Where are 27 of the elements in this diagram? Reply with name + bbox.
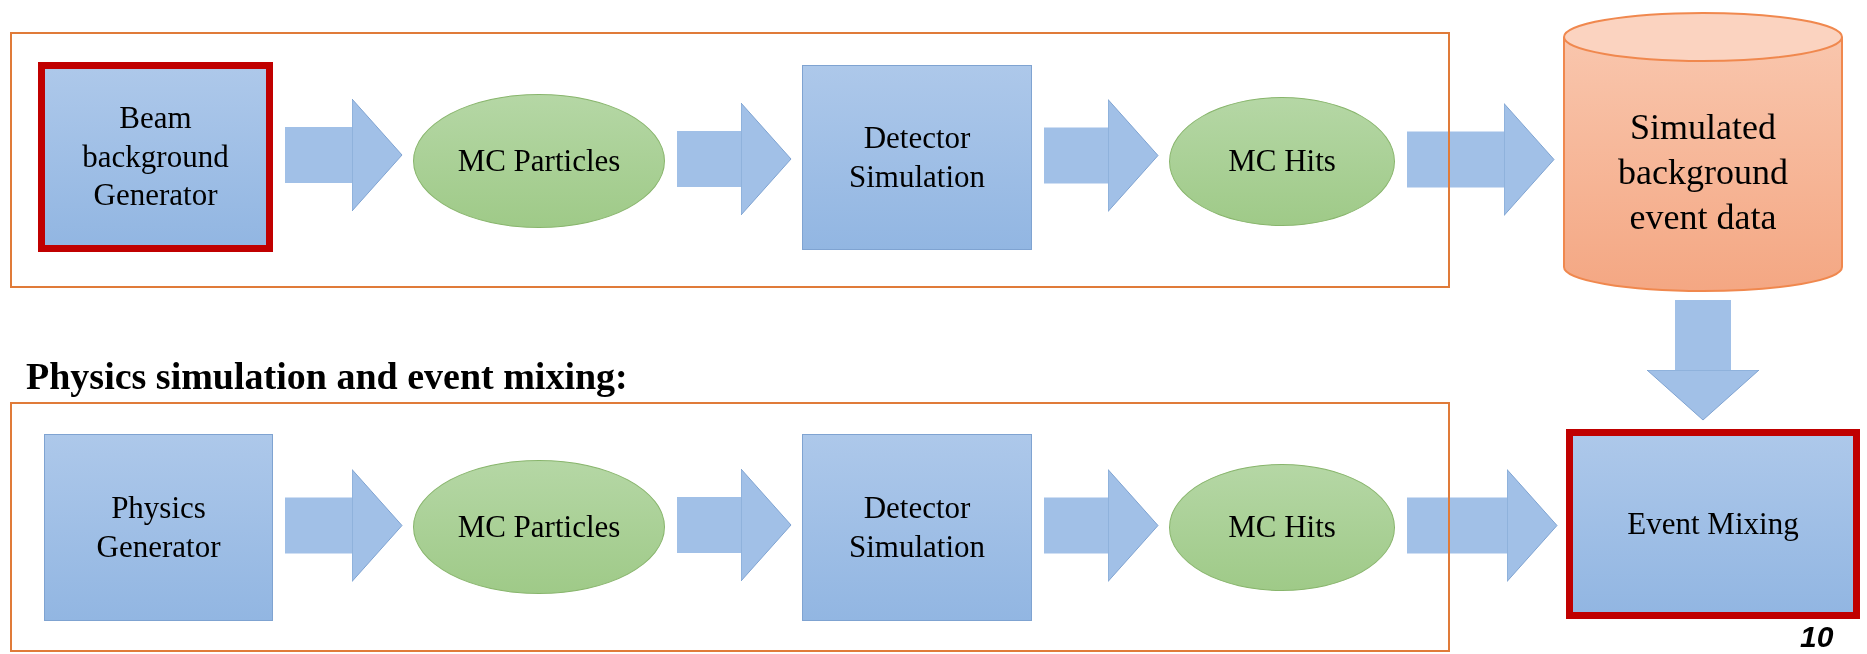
process-box [38, 62, 273, 252]
block-arrow [1044, 99, 1159, 212]
node-label: MC Particles [456, 507, 622, 546]
process-box [802, 65, 1032, 250]
block-arrow [677, 468, 792, 582]
node-label: Beam background Generator [81, 98, 230, 215]
node-label: Detector Simulation [847, 488, 987, 566]
block-arrow [677, 102, 792, 216]
block-arrow [1044, 469, 1159, 582]
node-label: Event Mixing [1626, 504, 1800, 543]
group-frame [10, 32, 1450, 288]
node-label: MC Hits [1227, 508, 1337, 547]
node-label: Detector Simulation [847, 118, 987, 196]
node-label: Simulated background event data [1617, 105, 1789, 239]
block-arrow [285, 469, 403, 582]
block-arrow [1407, 469, 1558, 582]
node-label: MC Particles [456, 141, 622, 180]
block-arrow [1407, 103, 1555, 216]
block-arrow [1646, 300, 1760, 421]
section-heading: Physics simulation and event mixing: [26, 354, 628, 399]
process-box [44, 434, 273, 621]
page-number: 10 [1800, 619, 1834, 654]
process-box [802, 434, 1032, 621]
node-label: MC Hits [1227, 142, 1337, 181]
node-label: Physics Generator [95, 488, 222, 566]
process-box [1566, 429, 1860, 619]
block-arrow [285, 98, 403, 212]
